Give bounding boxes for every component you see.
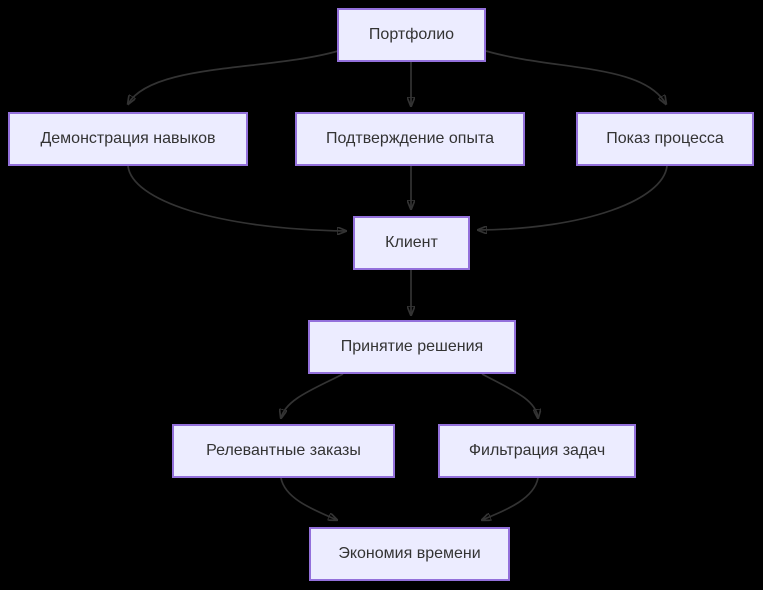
node-portfolio: Портфолио [337, 8, 486, 62]
edge-portfolio-skills [128, 50, 339, 104]
node-client: Клиент [353, 216, 470, 270]
edge-decision-orders [281, 373, 344, 418]
node-savings: Экономия времени [309, 527, 510, 581]
node-process: Показ процесса [576, 112, 754, 166]
node-skills: Демонстрация навыков [8, 112, 248, 166]
node-orders: Релевантные заказы [172, 424, 395, 478]
node-experience: Подтверждение опыта [295, 112, 525, 166]
edge-decision-filtering [481, 373, 538, 418]
edge-filtering-savings [482, 477, 539, 520]
node-decision: Принятие решения [308, 320, 516, 374]
edge-orders-savings [280, 477, 337, 520]
edge-process-client [478, 165, 668, 230]
node-filtering: Фильтрация задач [438, 424, 636, 478]
edge-skills-client [127, 165, 346, 231]
edge-portfolio-process [485, 50, 666, 104]
